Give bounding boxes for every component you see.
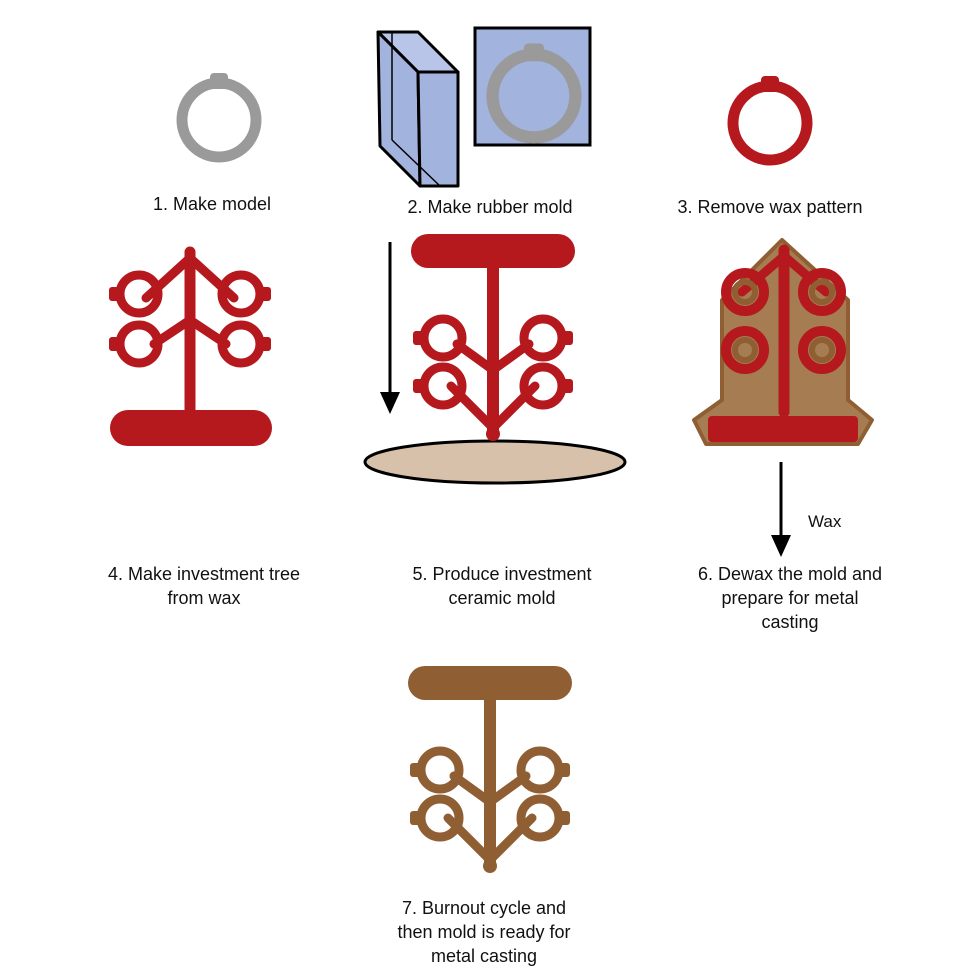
wax-tree-icon bbox=[109, 252, 272, 446]
step-7-label: 7. Burnout cycle and then mold is ready … bbox=[397, 898, 571, 966]
down-arrow-icon bbox=[380, 242, 400, 414]
wax-label: Wax bbox=[808, 512, 842, 531]
step-5-label: 5. Produce investment ceramic mold bbox=[412, 564, 592, 608]
ring-model-icon bbox=[182, 73, 256, 157]
wax-tree-inverted-icon bbox=[411, 234, 575, 441]
down-arrow-icon bbox=[771, 462, 791, 557]
step-2-label: 2. Make rubber mold bbox=[407, 197, 573, 217]
step-6-label: 6. Dewax the mold and prepare for metal … bbox=[697, 564, 883, 632]
step-4-label: 4. Make investment tree from wax bbox=[107, 564, 301, 608]
wax-ring-icon bbox=[733, 76, 807, 160]
rubber-mold-block-icon bbox=[376, 30, 460, 188]
rubber-mold-impression-icon bbox=[473, 26, 592, 147]
burnout-mold-icon bbox=[408, 666, 572, 873]
step-1-label: 1. Make model bbox=[152, 194, 272, 214]
step-3-label: 3. Remove wax pattern bbox=[677, 197, 863, 217]
invested-tree-icon bbox=[692, 238, 874, 446]
ceramic-base-icon bbox=[363, 439, 627, 485]
